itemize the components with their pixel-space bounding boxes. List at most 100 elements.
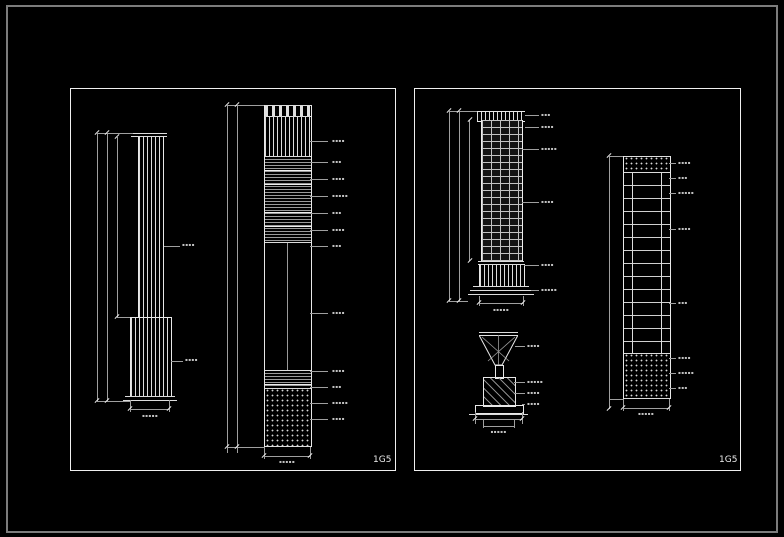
band-separator [265, 242, 311, 243]
leader-line [669, 373, 676, 374]
leader-line [669, 163, 676, 164]
column-cap-line [131, 133, 167, 134]
band-separator [624, 398, 670, 399]
extension-line [623, 399, 624, 411]
column-flare [479, 264, 525, 286]
leader-line [514, 382, 525, 383]
extension-line [609, 156, 623, 157]
annotation-label: ▪▪▪▪ [678, 160, 691, 165]
annotation-label: ▪▪▪▪ [332, 416, 345, 421]
leader-line [310, 387, 328, 388]
leader-line [310, 196, 328, 197]
annotation-label: ▪▪▪▪ [527, 401, 540, 406]
extension-line [449, 111, 477, 112]
sheet-number: 1G5 [373, 455, 392, 465]
annotation-label: ▪▪▪▪ [332, 368, 345, 373]
column-shaft-tiled [481, 120, 523, 261]
leader-line [669, 229, 676, 230]
base-step-line [468, 294, 534, 295]
extension-line [483, 419, 484, 428]
dimension-line [117, 137, 118, 317]
leader-line [310, 179, 328, 180]
column-shaft [138, 137, 164, 317]
plinth-line [125, 396, 175, 397]
annotation-label: ▪▪▪▪▪ [332, 400, 349, 405]
leader-line [310, 162, 328, 163]
band-separator [624, 172, 670, 173]
leader-line [669, 303, 676, 304]
annotation-label: ▪▪▪▪ [527, 343, 540, 348]
leader-line [310, 419, 328, 420]
dimension-line [469, 120, 470, 261]
annotation-label: ▪▪▪▪ [541, 124, 554, 129]
dimension-line [483, 426, 514, 427]
dimension-label: ▪▪▪▪▪ [278, 459, 296, 464]
leader-line [310, 403, 328, 404]
tile-edge-line [661, 172, 662, 353]
extension-line [310, 447, 311, 459]
dimension-line [227, 105, 228, 453]
layered-band [265, 156, 311, 242]
dimension-line [459, 111, 460, 301]
plinth-line [123, 400, 177, 401]
ladder-band [624, 172, 670, 353]
extension-line [669, 399, 670, 411]
leader-line [522, 202, 539, 203]
annotation-label: ▪▪▪▪ [678, 355, 691, 360]
leader-line [531, 290, 539, 291]
section-strip [623, 156, 671, 399]
leader-line [310, 313, 328, 314]
band-separator [624, 353, 670, 354]
dimension-label: ▪▪▪▪▪ [490, 429, 507, 434]
leader-line [669, 388, 676, 389]
extension-line [514, 419, 515, 428]
dimension-label: ▪▪▪▪▪ [141, 413, 159, 418]
annotation-label: ▪▪▪▪▪ [541, 146, 558, 151]
leader-line [171, 361, 183, 362]
band-separator [265, 116, 311, 117]
extension-line [227, 105, 264, 106]
dimension-line [264, 456, 310, 457]
dimension-line [623, 408, 669, 409]
dim-tick [467, 117, 473, 122]
layered-band [265, 370, 311, 388]
band-separator [265, 370, 311, 371]
leader-line [310, 246, 328, 247]
annotation-label: ▪▪▪ [332, 384, 342, 389]
annotation-label: ▪▪▪▪▪ [678, 370, 695, 375]
annotation-label: ▪▪▪▪▪ [332, 193, 349, 198]
annotation-label: ▪▪▪▪ [527, 390, 540, 395]
annotation-label: ▪▪▪▪ [541, 262, 554, 267]
dimension-line [130, 409, 170, 410]
stipple-band [265, 388, 311, 447]
leader-line [669, 358, 676, 359]
stipple-band [624, 156, 670, 172]
hatch-band [265, 116, 311, 156]
leader-line [522, 149, 539, 150]
leader-line [164, 246, 180, 247]
annotation-label: ▪▪▪ [541, 112, 551, 117]
dimension-line [475, 419, 522, 420]
dimension-line [97, 133, 98, 401]
extension-line [117, 317, 130, 318]
leader-line [310, 141, 328, 142]
dimension-label: ▪▪▪▪▪ [492, 307, 510, 312]
leader-line [525, 115, 539, 116]
extension-line [97, 133, 133, 134]
dimension-line [609, 156, 610, 409]
dim-tick [606, 406, 612, 411]
annotation-label: ▪▪▪▪▪ [541, 287, 558, 292]
base-step-line [470, 290, 532, 291]
ground-line [469, 414, 528, 415]
annotation-label: ▪▪▪▪ [185, 357, 198, 362]
extension-line [264, 447, 265, 459]
hatch-band [265, 105, 311, 116]
band-separator [265, 446, 311, 447]
band-separator [265, 156, 311, 157]
annotation-label: ▪▪▪ [678, 175, 688, 180]
annotation-label: ▪▪▪▪▪ [678, 190, 695, 195]
center-line [287, 242, 288, 370]
stipple-band [624, 353, 670, 399]
annotation-label: ▪▪▪▪ [541, 199, 554, 204]
